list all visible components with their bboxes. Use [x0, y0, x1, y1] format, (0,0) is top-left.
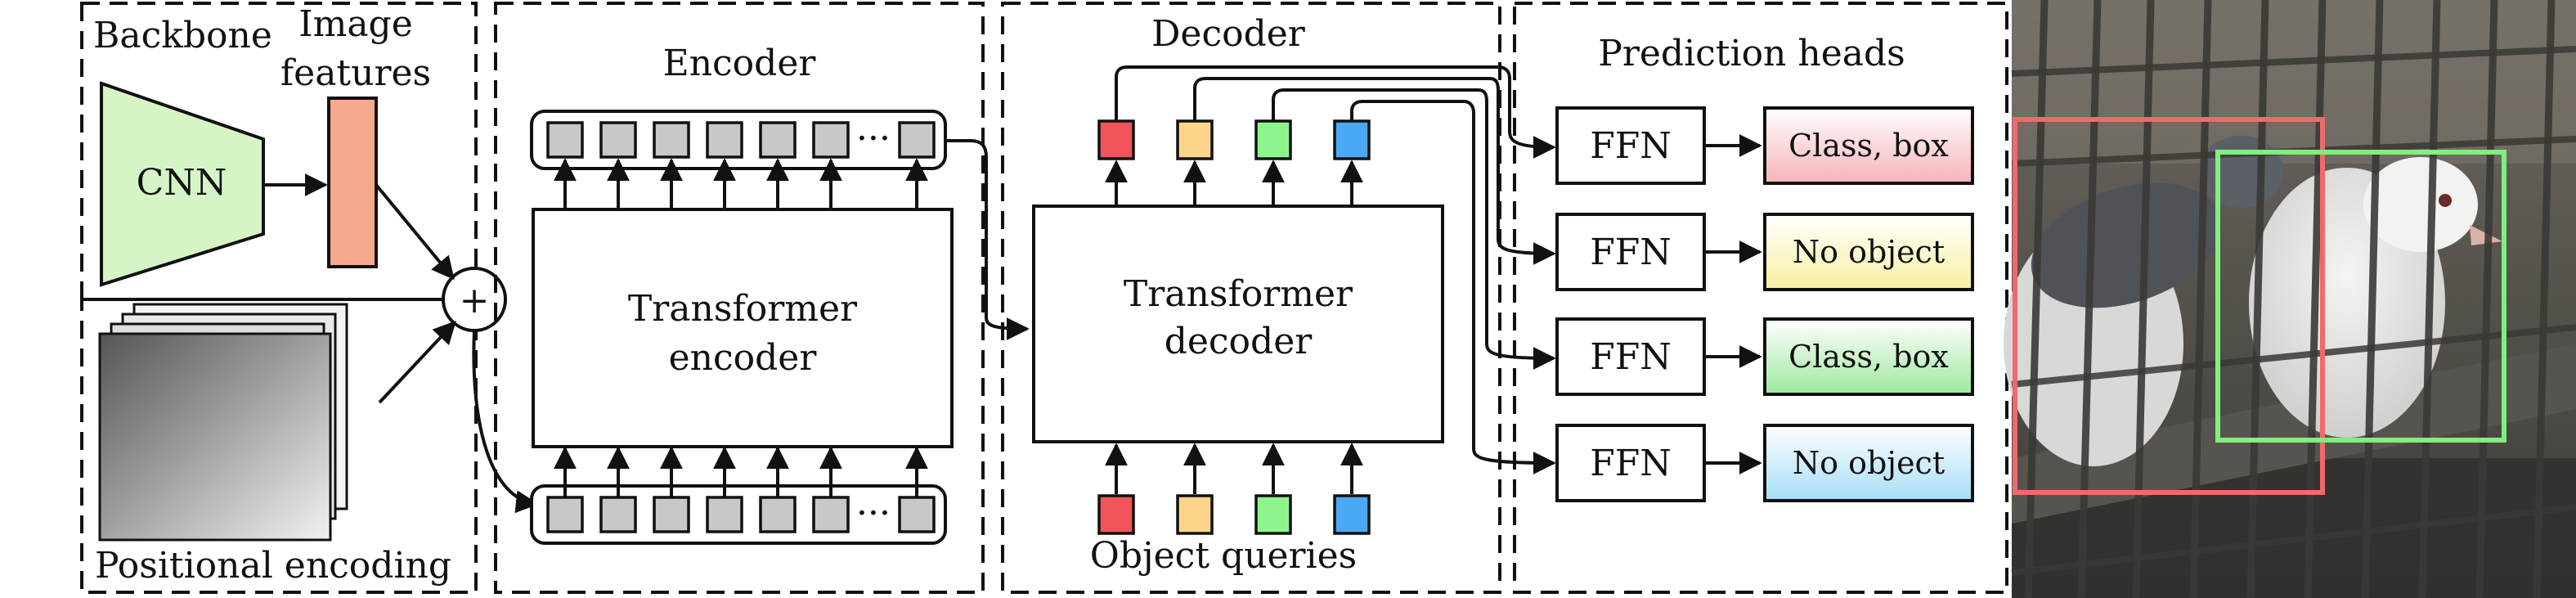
token [546, 496, 584, 533]
query-out-blue [1333, 119, 1371, 160]
prediction-heads-frame [1513, 2, 2008, 594]
token [898, 121, 936, 159]
ffn-label: FFN [1590, 443, 1672, 484]
token [759, 496, 797, 533]
backbone-frame [80, 2, 478, 301]
token [706, 121, 743, 159]
encoder-input-token-row [546, 496, 936, 533]
arrow-icon [945, 139, 1030, 340]
ffn-label: FFN [1590, 125, 1672, 167]
ffn-label: FFN [1590, 232, 1672, 273]
arrow-icon [378, 320, 456, 404]
output-label-1: Class, box [1788, 128, 1949, 164]
object-queries-label: Object queries [1090, 535, 1358, 577]
encoder-up-arrows [554, 158, 928, 209]
arrow-icon [1272, 88, 1556, 370]
encoder-section: Encoder ··· Transformer encoder [494, 2, 1030, 594]
query-in-green [1254, 494, 1292, 535]
decoder-title: Decoder [1151, 13, 1306, 55]
decoder-frame [1001, 2, 1501, 594]
token [812, 121, 850, 159]
output-label-4: No object [1793, 445, 1945, 481]
ffn-label: FFN [1590, 336, 1672, 378]
arrow-icon [1350, 100, 1556, 474]
output-label-3: Class, box [1788, 339, 1949, 375]
output-class-box-1 [1763, 106, 1974, 185]
output-no-object-2 [1763, 424, 1974, 502]
token [653, 496, 690, 533]
token [759, 121, 797, 159]
ellipsis-top: ··· [856, 118, 891, 160]
token [599, 121, 637, 159]
cnn-trapezoid [100, 81, 265, 287]
output-no-object-1 [1763, 213, 1974, 291]
ellipsis-bottom: ··· [856, 492, 891, 534]
positional-encoding-label: Positional encoding [95, 545, 451, 587]
query-in-blue [1333, 494, 1371, 535]
output-class-box-2 [1763, 317, 1974, 396]
detection-photo [2004, 0, 2576, 598]
encoder-input-arrows [554, 446, 928, 497]
backbone-section: Backbone Image features CNN Positional e… [80, 2, 539, 594]
ffn-box [1555, 106, 1706, 185]
backbone-title: Backbone [93, 15, 272, 56]
detection-box-red [2013, 117, 2325, 495]
cnn-label: CNN [137, 162, 227, 204]
transformer-decoder-line2: decoder [1165, 321, 1313, 362]
decoder-section: Decoder Transformer decoder Object queri… [1001, 2, 1556, 594]
query-in-yellow [1176, 494, 1214, 535]
token [812, 496, 850, 533]
encoder-title: Encoder [663, 43, 817, 84]
query-in-red [1097, 494, 1135, 535]
encoder-output-token-row [546, 121, 936, 159]
transformer-decoder-block [1032, 205, 1444, 443]
output-label-2: No object [1793, 234, 1945, 270]
image-features-line1: Image [298, 3, 413, 45]
detection-box-green [2215, 150, 2506, 443]
prediction-heads-title: Prediction heads [1598, 33, 1905, 74]
transformer-encoder-line2: encoder [669, 337, 818, 379]
arrow-icon [1115, 65, 1556, 159]
token [898, 496, 936, 533]
query-out-red [1097, 119, 1135, 160]
query-out-yellow [1176, 119, 1214, 160]
image-features-box [327, 97, 378, 268]
token [546, 121, 584, 159]
plus-symbol: + [460, 280, 490, 321]
transformer-encoder-line1: Transformer [628, 288, 858, 330]
positional-encoding-stack [98, 303, 348, 542]
arrow-icon [1193, 77, 1556, 265]
ffn-box [1555, 424, 1706, 502]
positional-frame [80, 298, 478, 594]
token [706, 496, 743, 533]
prediction-heads-section: Prediction heads FFN Class, box FFN No o… [1513, 2, 2008, 594]
transformer-decoder-line1: Transformer [1124, 273, 1353, 315]
transformer-encoder-block [532, 208, 954, 448]
arrow-icon [472, 330, 539, 514]
token [653, 121, 690, 159]
encoder-frame [494, 2, 985, 594]
token [599, 496, 637, 533]
ffn-box [1555, 317, 1706, 396]
query-out-green [1254, 119, 1292, 160]
arrow-icon [375, 183, 455, 281]
image-features-line2: features [280, 52, 431, 94]
